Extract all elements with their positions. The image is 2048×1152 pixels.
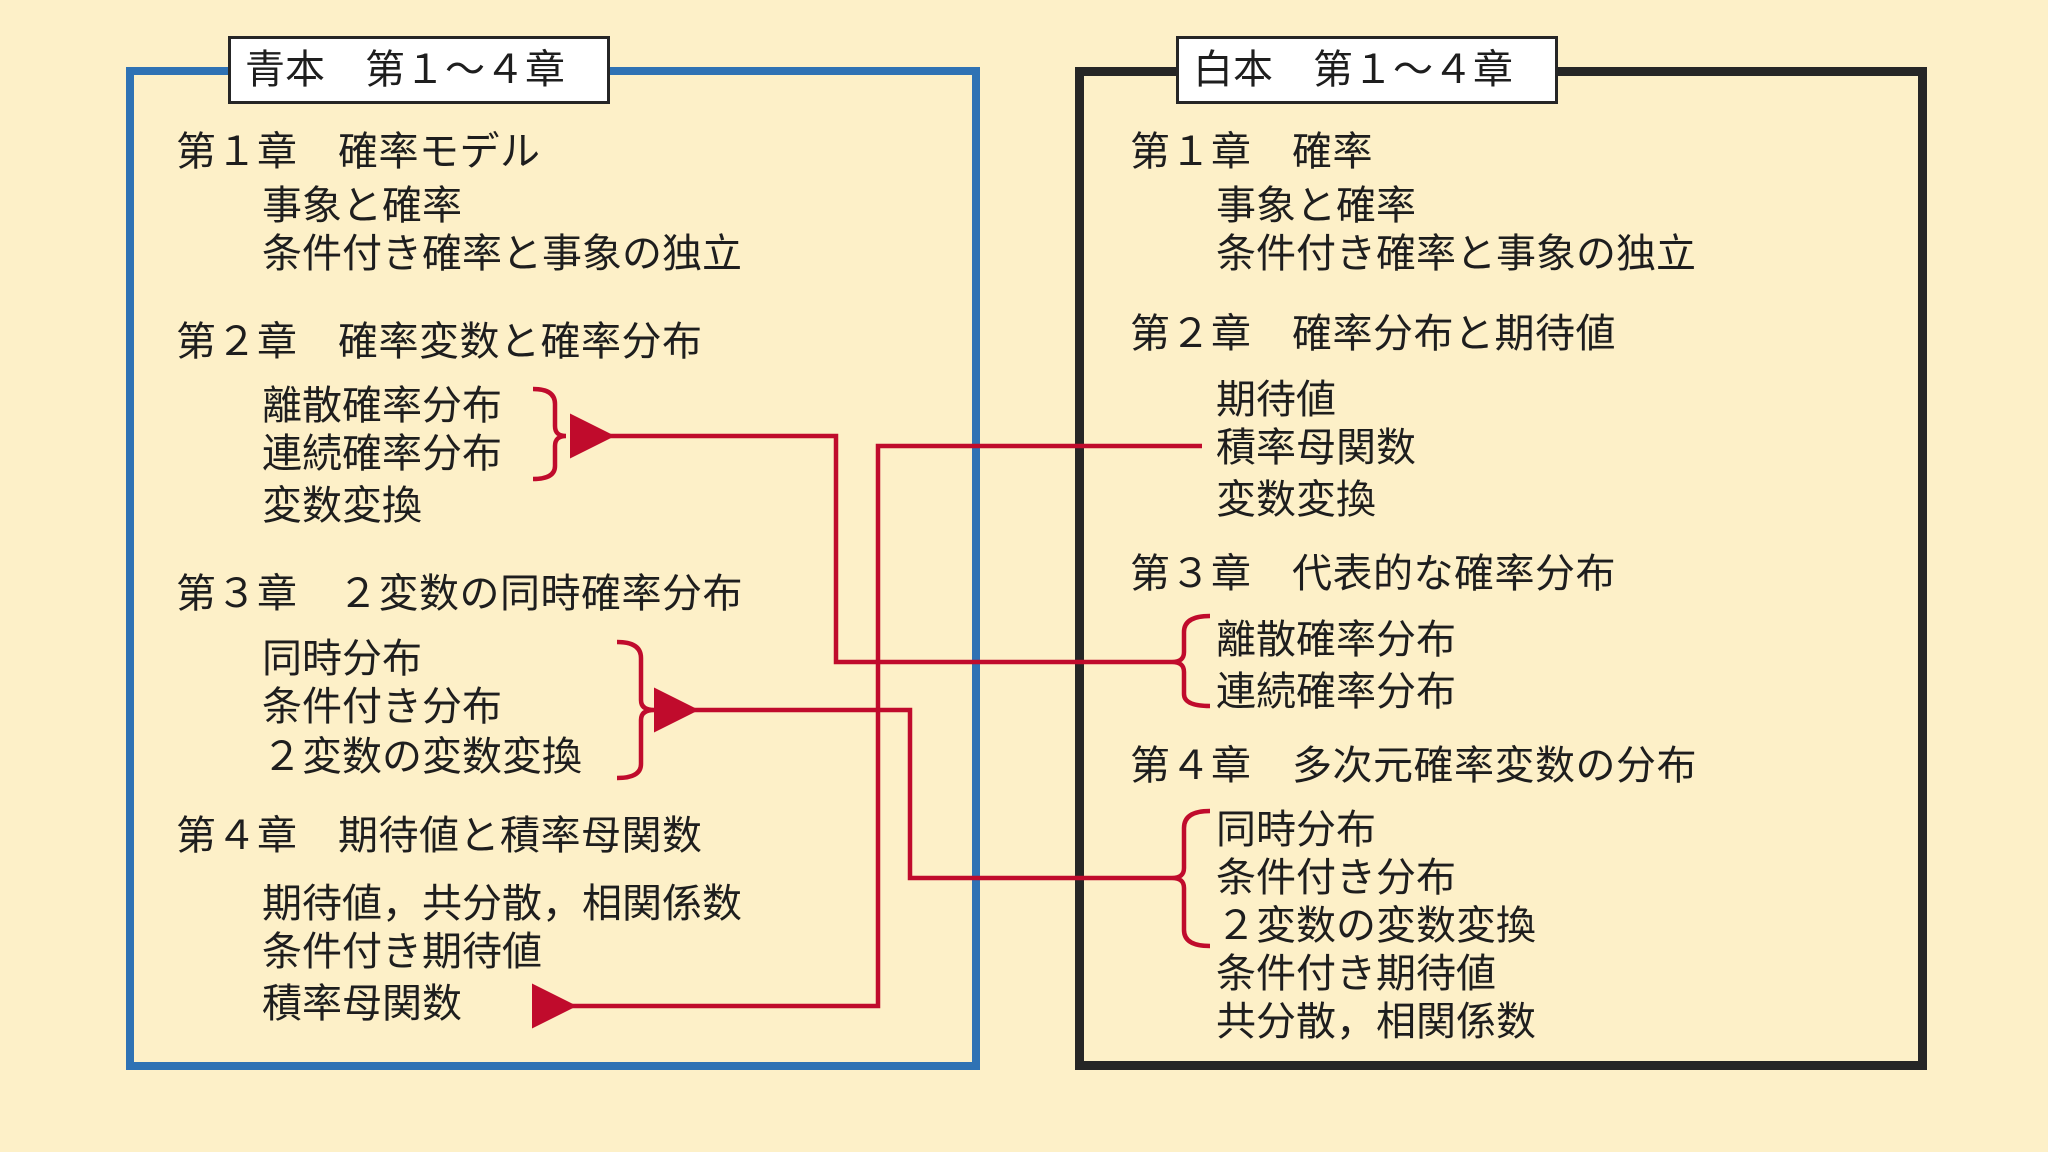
left-ch3-item-2: 条件付き分布 [262, 684, 502, 730]
left-chapter-2-heading: 第２章 確率変数と確率分布 [176, 319, 703, 365]
right-bracket-ch4 [1171, 808, 1211, 949]
left-ch4-item-1: 期待値，共分散，相関係数 [262, 881, 742, 927]
left-panel-title: 青本 第１～４章 [228, 36, 610, 104]
left-chapter-1-heading: 第１章 確率モデル [176, 129, 541, 175]
right-ch4-item-1: 同時分布 [1216, 807, 1376, 853]
right-chapter-2-heading: 第２章 確率分布と期待値 [1130, 311, 1616, 357]
arrow-mgf [532, 443, 1202, 1029]
right-ch1-item-1: 事象と確率 [1216, 183, 1416, 229]
right-panel-title: 白本 第１～４章 [1176, 36, 1558, 104]
left-chapter-4-heading: 第４章 期待値と積率母関数 [176, 813, 703, 859]
right-ch4-item-5: 共分散，相関係数 [1216, 999, 1536, 1045]
left-ch1-item-1: 事象と確率 [262, 183, 462, 229]
right-chapter-4-heading: 第４章 多次元確率変数の分布 [1130, 743, 1697, 789]
right-ch4-item-3: ２変数の変数変換 [1216, 903, 1536, 949]
right-ch4-item-4: 条件付き期待値 [1216, 951, 1496, 997]
left-chapter-3-heading: 第３章 ２変数の同時確率分布 [176, 571, 743, 617]
left-bracket-ch3 [616, 639, 655, 781]
left-ch2-item-1: 離散確率分布 [262, 383, 502, 429]
right-ch2-item-3: 変数変換 [1216, 477, 1376, 523]
left-ch1-item-2: 条件付き確率と事象の独立 [262, 231, 742, 277]
right-bracket-ch3 [1171, 613, 1211, 709]
left-bracket-ch2 [532, 386, 567, 482]
left-ch3-item-1: 同時分布 [262, 636, 422, 682]
right-ch3-item-1: 離散確率分布 [1216, 617, 1456, 663]
left-ch4-item-2: 条件付き期待値 [262, 929, 542, 975]
arrow-distributions [570, 413, 1172, 665]
left-ch4-item-3: 積率母関数 [262, 981, 462, 1027]
left-ch2-item-2: 連続確率分布 [262, 431, 502, 477]
right-ch2-item-2: 積率母関数 [1216, 425, 1416, 471]
left-ch3-item-3: ２変数の変数変換 [262, 734, 582, 780]
right-ch3-item-2: 連続確率分布 [1216, 669, 1456, 715]
right-ch2-item-1: 期待値 [1216, 377, 1336, 423]
right-chapter-3-heading: 第３章 代表的な確率分布 [1130, 551, 1616, 597]
right-ch1-item-2: 条件付き確率と事象の独立 [1216, 231, 1696, 277]
right-ch4-item-2: 条件付き分布 [1216, 855, 1456, 901]
left-ch2-item-3: 変数変換 [262, 483, 422, 529]
right-chapter-1-heading: 第１章 確率 [1130, 129, 1373, 175]
arrow-joint-distribution [654, 687, 1172, 881]
